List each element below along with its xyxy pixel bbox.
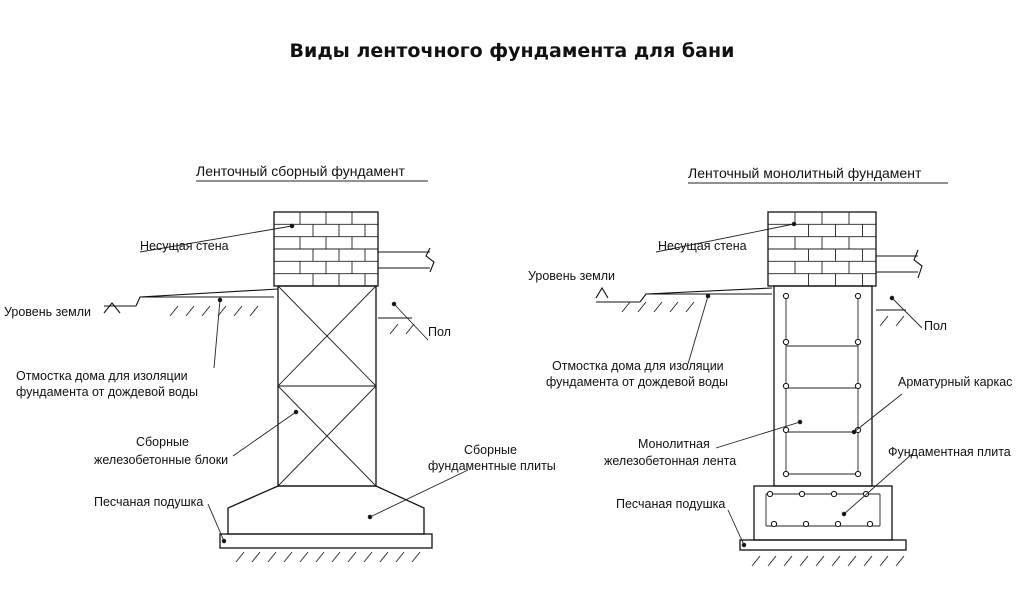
- ground-hatch-stroke: [405, 323, 415, 335]
- left-label-sand: Песчаная подушка: [94, 495, 203, 509]
- ground-hatch-stroke: [185, 305, 195, 317]
- ground-hatch-stroke: [895, 315, 905, 327]
- left-floor-slab: [378, 247, 435, 273]
- right-label-rebar: Арматурный каркас: [898, 375, 1012, 389]
- ground-hatch-stroke: [331, 551, 341, 563]
- ground-hatch-stroke: [201, 305, 211, 317]
- ground-hatch-stroke: [217, 305, 227, 317]
- right-diagram: Ленточный монолитный фундамент: [528, 165, 1012, 567]
- ground-hatch-stroke: [411, 551, 421, 563]
- ground-hatch-stroke: [847, 555, 857, 567]
- ground-hatch-stroke: [879, 315, 889, 327]
- right-label-sand: Песчаная подушка: [616, 497, 725, 511]
- left-brick-wall: [273, 211, 379, 287]
- rebar-dot: [782, 470, 790, 478]
- left-label-ground: Уровень земли: [4, 305, 91, 319]
- ground-hatch-stroke: [783, 555, 793, 567]
- right-label-slab: Фундаментная плита: [888, 445, 1011, 459]
- rebar-dot: [802, 520, 810, 528]
- left-label-blind-area-1: Отмостка дома для изоляции: [16, 369, 188, 383]
- right-label-floor: Пол: [924, 319, 947, 333]
- left-concrete-blocks: [277, 285, 377, 487]
- left-ground-line: [103, 288, 412, 319]
- right-leaders: [655, 221, 923, 548]
- right-sand-cushion: [739, 539, 907, 551]
- rebar-dot: [798, 490, 806, 498]
- ground-hatch-stroke: [831, 555, 841, 567]
- page-title: Виды ленточного фундамента для бани: [289, 40, 735, 62]
- ground-hatch-stroke: [315, 551, 325, 563]
- rebar-dot: [854, 338, 862, 346]
- ground-hatch-stroke: [669, 301, 679, 313]
- rebar-dot: [834, 520, 842, 528]
- left-footing-slab: [227, 485, 425, 535]
- rebar-dot: [782, 338, 790, 346]
- ground-hatch-stroke: [653, 301, 663, 313]
- right-label-wall: Несущая стена: [658, 239, 747, 253]
- rebar-dot: [782, 382, 790, 390]
- rebar-dot: [782, 426, 790, 434]
- left-label-wall: Несущая стена: [140, 239, 229, 253]
- right-rebar-cage: [782, 292, 862, 478]
- ground-hatch-stroke: [637, 301, 647, 313]
- ground-hatch-stroke: [895, 555, 905, 567]
- ground-hatch-stroke: [169, 305, 179, 317]
- right-label-strip-2: железобетонная лента: [604, 454, 736, 468]
- right-floor-slab: [876, 249, 923, 279]
- ground-hatch-stroke: [283, 551, 293, 563]
- left-label-slabs-1: Сборные: [464, 443, 517, 457]
- ground-hatch-stroke: [249, 305, 259, 317]
- ground-hatch-stroke: [233, 305, 243, 317]
- ground-hatch-stroke: [235, 551, 245, 563]
- ground-hatch-stroke: [621, 301, 631, 313]
- left-label-floor: Пол: [428, 325, 451, 339]
- left-diagram: Ленточный сборный фундамент: [4, 163, 556, 563]
- left-label-blind-area-2: фундамента от дождевой воды: [16, 385, 198, 399]
- right-label-strip-1: Монолитная: [638, 437, 710, 451]
- rebar-dot: [830, 490, 838, 498]
- left-label-slabs-2: фундаментные плиты: [428, 459, 556, 473]
- ground-hatch-stroke: [751, 555, 761, 567]
- ground-hatch-stroke: [363, 551, 373, 563]
- right-heading: Ленточный монолитный фундамент: [688, 165, 922, 181]
- ground-hatch-stroke: [347, 551, 357, 563]
- left-leaders: [139, 223, 469, 544]
- right-label-blind-area-1: Отмостка дома для изоляции: [552, 359, 724, 373]
- right-label-blind-area-2: фундамента от дождевой воды: [546, 375, 728, 389]
- ground-hatch-stroke: [879, 555, 889, 567]
- ground-hatch-stroke: [251, 551, 261, 563]
- rebar-dot: [770, 520, 778, 528]
- left-ground-hatch: [169, 305, 421, 563]
- left-heading: Ленточный сборный фундамент: [196, 163, 406, 179]
- rebar-dot: [854, 470, 862, 478]
- ground-hatch-stroke: [267, 551, 277, 563]
- ground-hatch-stroke: [299, 551, 309, 563]
- left-sand-cushion: [219, 533, 433, 549]
- ground-hatch-stroke: [389, 323, 399, 335]
- right-label-ground: Уровень земли: [528, 269, 615, 283]
- right-foundation-slab: [753, 485, 893, 541]
- rebar-dot: [866, 520, 874, 528]
- ground-hatch-stroke: [395, 551, 405, 563]
- rebar-dot: [766, 490, 774, 498]
- right-brick-wall: [767, 211, 877, 287]
- ground-hatch-stroke: [379, 551, 389, 563]
- right-ground-hatch: [621, 301, 905, 567]
- ground-hatch-stroke: [815, 555, 825, 567]
- rebar-dot: [782, 292, 790, 300]
- left-label-blocks-2: железобетонные блоки: [94, 453, 228, 467]
- ground-hatch-stroke: [767, 555, 777, 567]
- left-label-blocks-1: Сборные: [136, 435, 189, 449]
- rebar-dot: [854, 382, 862, 390]
- rebar-dot: [854, 292, 862, 300]
- rebar-dot: [854, 426, 862, 434]
- ground-hatch-stroke: [685, 301, 695, 313]
- ground-hatch-stroke: [799, 555, 809, 567]
- ground-hatch-stroke: [863, 555, 873, 567]
